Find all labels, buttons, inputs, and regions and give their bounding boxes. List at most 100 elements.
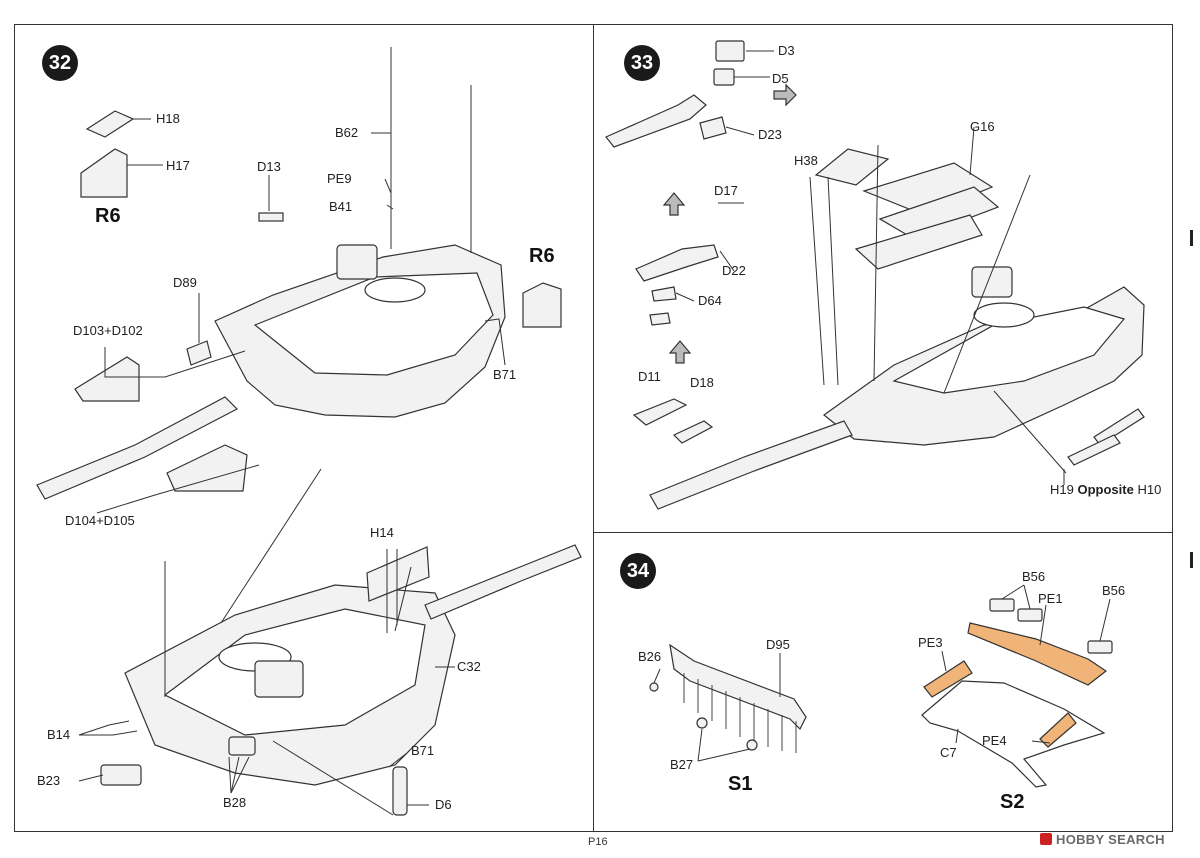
arrow-right xyxy=(773,83,797,107)
registration-mark xyxy=(1190,230,1193,246)
callout-pe3: PE3 xyxy=(918,635,943,650)
part-h38 xyxy=(814,148,890,186)
callout-h19-opposite-h10: H19 Opposite H10 xyxy=(1050,482,1161,497)
callout-d89: D89 xyxy=(173,275,197,290)
callout-b28: B28 xyxy=(223,795,247,810)
callout-pe9: PE9 xyxy=(327,171,352,186)
part-pe1 xyxy=(967,622,1108,686)
step-number-badge: 33 xyxy=(624,45,660,81)
part-c7 xyxy=(921,680,1106,788)
part-h17 xyxy=(80,148,128,198)
part-d104-d105 xyxy=(166,444,248,492)
step-34-illustration xyxy=(649,584,1113,788)
watermark-text: HOBBY SEARCH xyxy=(1056,832,1165,847)
callout-h38: H38 xyxy=(794,153,818,168)
callout-b56-right: B56 xyxy=(1102,583,1126,598)
step-32-panel: 32 xyxy=(14,24,594,832)
callout-b41: B41 xyxy=(329,199,353,214)
callout-d104-d105: D104+D105 xyxy=(65,513,135,528)
arrow-up-2 xyxy=(668,340,692,364)
subassembly-s2: S2 xyxy=(1000,791,1025,813)
callout-b56-left: B56 xyxy=(1022,569,1046,584)
callout-h18: H18 xyxy=(156,111,180,126)
lower-commander-sight xyxy=(254,660,304,698)
part-pe3 xyxy=(923,660,973,698)
callout-b71-lower: B71 xyxy=(411,743,435,758)
callout-b26: B26 xyxy=(638,649,662,664)
callout-d13: D13 xyxy=(257,159,281,174)
part-b27-b xyxy=(746,739,758,751)
part-b27-a xyxy=(696,717,708,729)
callout-d64: D64 xyxy=(698,293,722,308)
opposite-note: Opposite xyxy=(1077,482,1134,497)
callout-d22: D22 xyxy=(722,263,746,278)
callout-pe4: PE4 xyxy=(982,733,1007,748)
step-33-illustration xyxy=(605,40,1145,510)
step-33-panel: 33 xyxy=(593,24,1173,533)
hobby-search-logo-icon xyxy=(1040,833,1052,845)
part-h14 xyxy=(366,546,430,602)
part-r6-right xyxy=(522,282,562,328)
part-pe4 xyxy=(1039,712,1077,748)
callout-h14: H14 xyxy=(370,525,394,540)
callout-d3: D3 xyxy=(778,43,795,58)
callout-c32: C32 xyxy=(457,659,481,674)
callout-pe1: PE1 xyxy=(1038,591,1063,606)
commander-sight xyxy=(336,244,378,280)
step-32-illustration xyxy=(36,47,582,816)
part-b26 xyxy=(649,682,659,692)
part-b28 xyxy=(228,736,256,756)
part-h18 xyxy=(85,110,135,138)
part-d23 xyxy=(699,116,727,140)
part-h19 xyxy=(1093,408,1145,446)
part-d22 xyxy=(635,244,719,282)
callout-d103-d102: D103+D102 xyxy=(73,323,143,338)
callout-d6: D6 xyxy=(435,797,452,812)
arrow-up-1 xyxy=(662,192,686,216)
registration-mark xyxy=(1190,552,1193,568)
part-d3 xyxy=(715,40,745,62)
part-g16-a xyxy=(862,162,994,216)
callout-h17: H17 xyxy=(166,158,190,173)
callout-g16: G16 xyxy=(970,119,995,134)
subassembly-r6-left: R6 xyxy=(95,205,121,227)
subassembly-r6-right: R6 xyxy=(529,245,555,267)
callout-c7: C7 xyxy=(940,745,957,760)
part-d11 xyxy=(632,398,688,426)
part-d5 xyxy=(713,68,735,86)
part-d95 xyxy=(669,643,807,731)
callout-d17: D17 xyxy=(714,183,738,198)
callout-d95: D95 xyxy=(766,637,790,652)
subassembly-s1: S1 xyxy=(728,773,753,795)
part-h10 xyxy=(1067,434,1121,466)
lower-gun-barrel xyxy=(424,544,582,620)
part-b23 xyxy=(100,764,142,786)
gun-barrel xyxy=(649,420,853,510)
gun-mount-top xyxy=(605,94,707,148)
callout-b14: B14 xyxy=(47,727,71,742)
callout-b71-upper: B71 xyxy=(493,367,517,382)
part-b56-a xyxy=(989,598,1015,612)
callout-h10: H10 xyxy=(1137,482,1162,497)
callout-h19: H19 xyxy=(1050,482,1074,497)
callout-b62: B62 xyxy=(335,125,359,140)
step-number-badge: 34 xyxy=(620,553,656,589)
part-d6 xyxy=(392,766,408,816)
part-d103-d102 xyxy=(74,356,140,402)
callout-b27: B27 xyxy=(670,757,694,772)
part-d64 xyxy=(651,286,677,302)
step-number-badge: 32 xyxy=(42,45,78,81)
part-b56-b xyxy=(1087,640,1113,654)
watermark: HOBBY SEARCH xyxy=(1040,832,1165,847)
part-d18 xyxy=(672,420,714,444)
step-34-panel: 34 xyxy=(593,532,1173,832)
callout-b23: B23 xyxy=(37,773,61,788)
callout-d18: D18 xyxy=(690,375,714,390)
part-d89 xyxy=(186,340,212,366)
commander-sight xyxy=(971,266,1013,298)
callout-d23: D23 xyxy=(758,127,782,142)
page-number: P16 xyxy=(588,836,608,848)
upper-gun-barrel xyxy=(36,396,239,500)
callout-d11: D11 xyxy=(638,369,661,384)
callout-d5: D5 xyxy=(772,71,789,86)
